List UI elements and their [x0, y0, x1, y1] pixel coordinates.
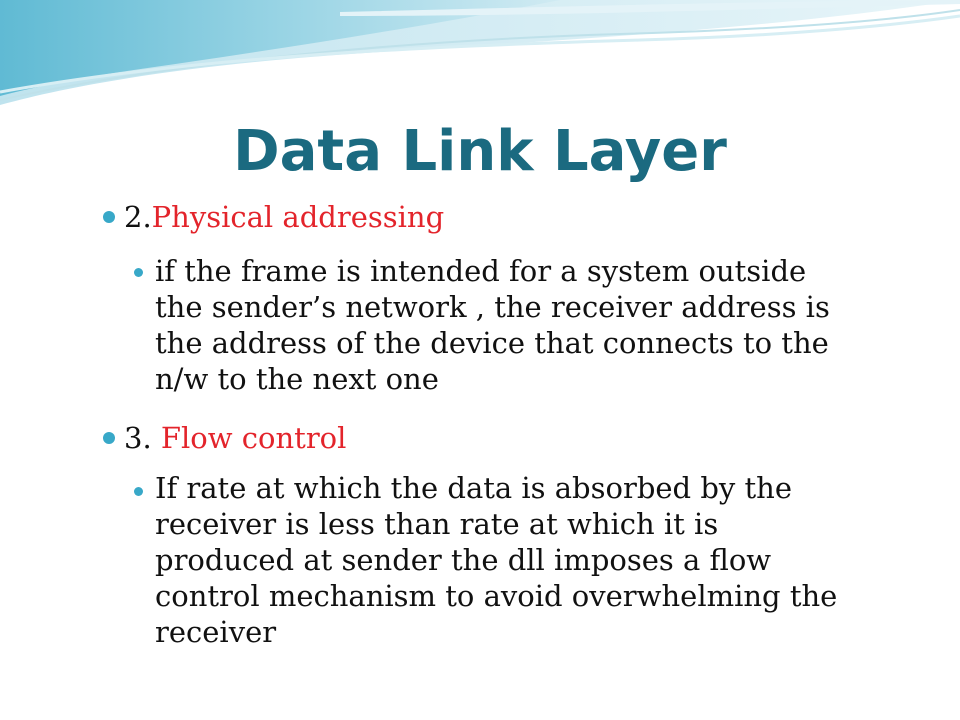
point-number: 2.: [124, 200, 152, 234]
sub-point-line: the sender’s network , the receiver addr…: [155, 290, 830, 324]
sub-point-line: n/w to the next one: [155, 362, 439, 396]
sub-point-physical-addressing: if the frame is intended for a system ou…: [155, 253, 915, 397]
sub-point-flow-control: If rate at which the data is absorbed by…: [155, 470, 915, 650]
sub-point-line: receiver is less than rate at which it i…: [155, 507, 719, 541]
sub-point-line: if the frame is intended for a system ou…: [155, 254, 807, 288]
point-heading-flow-control: 3. Flow control: [124, 420, 346, 456]
point-number: 3.: [124, 421, 161, 455]
sub-point-line: the address of the device that connects …: [155, 326, 829, 360]
sub-bullet-icon: [134, 487, 143, 496]
sub-point-line: control mechanism to avoid overwhelming …: [155, 579, 838, 613]
point-heading-text: Flow control: [160, 421, 347, 455]
bullet-icon: [103, 432, 115, 444]
sub-point-line: If rate at which the data is absorbed by…: [155, 471, 792, 505]
sub-point-line: receiver: [155, 615, 277, 649]
bullet-icon: [103, 211, 115, 223]
point-heading-physical-addressing: 2.Physical addressing: [124, 199, 444, 235]
point-heading-text: Physical addressing: [151, 200, 445, 234]
sub-point-line: produced at sender the dll imposes a flo…: [155, 543, 772, 577]
header-wave-decoration: [0, 0, 960, 105]
sub-bullet-icon: [134, 268, 143, 277]
slide-title: Data Link Layer: [233, 119, 727, 184]
